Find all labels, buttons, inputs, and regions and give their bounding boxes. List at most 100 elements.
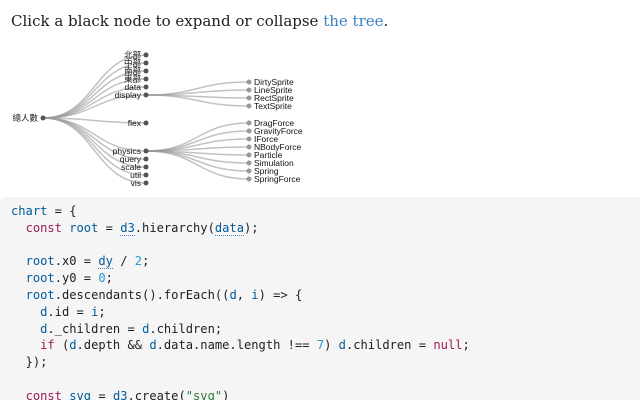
- tree-node-北部[interactable]: 北部: [124, 50, 149, 60]
- code-line-1: chart = {: [11, 204, 77, 218]
- tree-node-DragForce: DragForce: [246, 118, 294, 128]
- link-physics-Spring: [145, 150, 250, 172]
- link-root-flex: [42, 117, 147, 124]
- tree-node-RectSprite-label: RectSprite: [254, 93, 294, 103]
- tree-node-TextSprite-dot: [246, 103, 252, 109]
- tree-node-data[interactable]: data: [124, 82, 149, 92]
- tree-node-中部[interactable]: 中部: [124, 58, 149, 68]
- intro-period: .: [383, 12, 389, 30]
- code-line-12: const svg = d3.create("svg"): [25, 388, 230, 400]
- tree-node-data-label: data: [124, 82, 141, 92]
- tree-node-北部-dot: [143, 52, 149, 58]
- tree-node-root-label: 總人數: [12, 113, 38, 123]
- link-root-display: [42, 94, 147, 119]
- tree-node-vis-label: vis: [131, 178, 141, 188]
- tree-node-IForce-label: IForce: [254, 134, 278, 144]
- tree-node-util-label: util: [130, 170, 141, 180]
- tree-node-root[interactable]: 總人數: [12, 113, 46, 123]
- code-line-11: [11, 371, 640, 388]
- tree-node-GravityForce-label: GravityForce: [254, 126, 303, 136]
- code-line-3: [11, 237, 640, 254]
- tree-node-root-dot: [40, 115, 46, 121]
- tree-node-Particle: Particle: [246, 150, 283, 160]
- tree-node-DirtySprite-label: DirtySprite: [254, 77, 294, 87]
- tree-node-vis-dot: [143, 180, 149, 186]
- tree-node-東部-label: 東部: [124, 74, 142, 84]
- tree-node-query[interactable]: query: [120, 154, 149, 164]
- tree-node-NBodyForce: NBodyForce: [246, 142, 302, 152]
- link-display-TextSprite: [145, 94, 250, 107]
- tree-node-flex-label: flex: [128, 118, 142, 128]
- tree-node-LineSprite: LineSprite: [246, 85, 293, 95]
- tree-node-LineSprite-dot: [246, 87, 252, 93]
- tree-node-scale[interactable]: scale: [121, 162, 149, 172]
- tree-node-Spring: Spring: [246, 166, 279, 176]
- tree-links: [42, 54, 250, 184]
- intro-text: Click a black node to expand or collapse…: [11, 12, 388, 30]
- tree-node-南部-dot: [143, 68, 149, 74]
- code-line-6: root.descendants().forEach((d, i) => {: [25, 287, 303, 302]
- tree-node-util-dot: [143, 172, 149, 178]
- tree-node-南部[interactable]: 南部: [124, 66, 149, 76]
- tree-node-東部[interactable]: 東部: [124, 74, 149, 84]
- code-line-8: d._children = d.children;: [40, 321, 223, 336]
- tree-node-Particle-label: Particle: [254, 150, 283, 160]
- link-physics-GravityForce: [145, 130, 250, 152]
- tree-node-flex[interactable]: flex: [128, 118, 149, 128]
- tree-node-NBodyForce-label: NBodyForce: [254, 142, 302, 152]
- tree-node-GravityForce: GravityForce: [246, 126, 303, 136]
- tree-node-SpringForce-dot: [246, 176, 252, 182]
- tree-node-flex-dot: [143, 120, 149, 126]
- tree-node-DragForce-dot: [246, 120, 252, 126]
- code-line-9: if (d.depth && d.data.name.length !== 7)…: [40, 338, 470, 353]
- tree-node-util[interactable]: util: [130, 170, 149, 180]
- tree-node-display-label: display: [115, 90, 142, 100]
- code-line-10: });: [25, 355, 48, 370]
- tree-node-Spring-label: Spring: [254, 166, 279, 176]
- tree-node-SpringForce-label: SpringForce: [254, 174, 301, 184]
- tree-node-physics[interactable]: physics: [113, 146, 149, 156]
- code-line-5: root.y0 = 0;: [25, 271, 113, 286]
- link-physics-SpringForce: [145, 150, 250, 180]
- tree-node-NBodyForce-dot: [246, 144, 252, 150]
- tree-node-physics-dot: [143, 148, 149, 154]
- tree-node-南部-label: 南部: [124, 66, 142, 76]
- tree-node-中部-label: 中部: [124, 58, 142, 68]
- tree-node-Particle-dot: [246, 152, 252, 158]
- dy-reference[interactable]: dy: [98, 254, 113, 270]
- tree-node-display-dot: [143, 92, 149, 98]
- d3-reference[interactable]: d3: [120, 220, 135, 236]
- data-reference[interactable]: data: [214, 220, 244, 236]
- tree-node-LineSprite-label: LineSprite: [254, 85, 293, 95]
- tree-node-query-dot: [143, 156, 149, 162]
- link-root-vis: [42, 117, 147, 184]
- tree-node-TextSprite: TextSprite: [246, 101, 292, 111]
- tree-node-IForce: IForce: [246, 134, 278, 144]
- tree-node-北部-label: 北部: [124, 50, 142, 60]
- tree-node-GravityForce-dot: [246, 128, 252, 134]
- code-block: chart = { const root = d3.hierarchy(data…: [0, 197, 640, 400]
- tree-node-SpringForce: SpringForce: [246, 174, 301, 184]
- link-display-LineSprite: [145, 89, 250, 96]
- tree-node-query-label: query: [120, 154, 142, 164]
- tree-node-vis[interactable]: vis: [131, 178, 149, 188]
- tree-node-Simulation: Simulation: [246, 158, 294, 168]
- tree-node-display[interactable]: display: [115, 90, 149, 100]
- tree-node-RectSprite: RectSprite: [246, 93, 294, 103]
- tree-node-東部-dot: [143, 76, 149, 82]
- tree-node-Simulation-dot: [246, 160, 252, 166]
- tree-link[interactable]: the tree: [323, 12, 384, 30]
- tree-node-Simulation-label: Simulation: [254, 158, 294, 168]
- tree-node-physics-label: physics: [113, 146, 141, 156]
- code-line-4: root.x0 = dy / 2;: [25, 254, 150, 270]
- tree-node-DirtySprite: DirtySprite: [246, 77, 294, 87]
- tree-node-RectSprite-dot: [246, 95, 252, 101]
- link-physics-NBodyForce: [145, 146, 250, 152]
- tree-node-data-dot: [143, 84, 149, 90]
- tree-node-TextSprite-label: TextSprite: [254, 101, 292, 111]
- tree-node-scale-dot: [143, 164, 149, 170]
- tree-node-中部-dot: [143, 60, 149, 66]
- intro-sentence: Click a black node to expand or collapse: [11, 12, 324, 30]
